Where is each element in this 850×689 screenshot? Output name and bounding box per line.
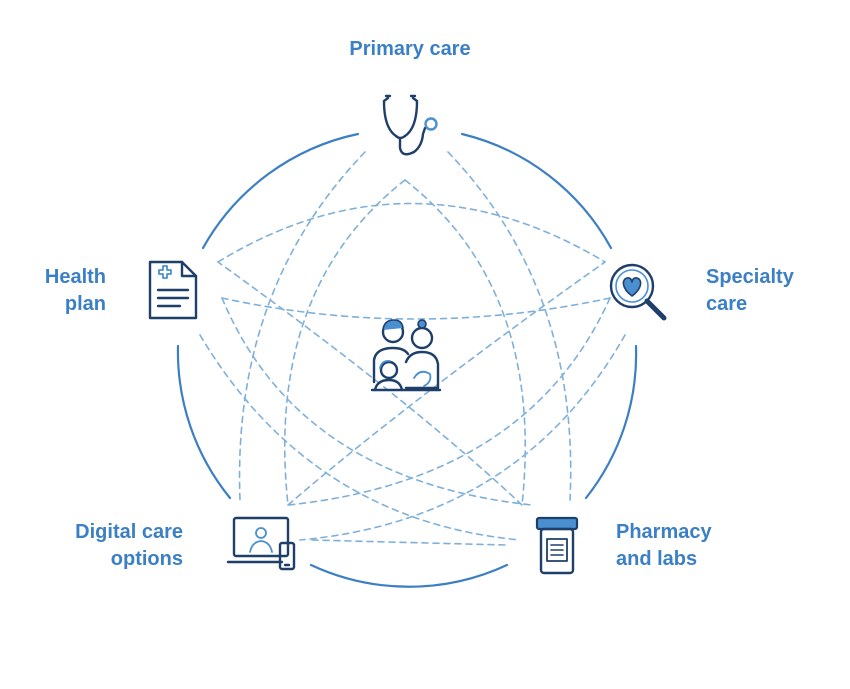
label-digital-care-line2: options <box>110 548 183 570</box>
connection-arcs <box>199 151 626 546</box>
label-pharmacy-line2: and labs <box>616 548 698 570</box>
ring-arc-left <box>176 344 232 500</box>
arc-9 <box>199 334 521 541</box>
label-primary-care: Primary care <box>330 36 490 63</box>
label-specialty-care-line2: care <box>706 293 748 315</box>
family-icon <box>370 319 442 392</box>
pill-bottle-icon <box>535 516 579 575</box>
label-pharmacy-line1: Pharmacy <box>616 521 712 543</box>
label-digital-care-line1: Digital care <box>75 521 183 543</box>
arc-8 <box>287 297 611 506</box>
label-primary-care-line1: Primary care <box>349 38 471 60</box>
arc-5 <box>217 202 606 263</box>
label-digital-care: Digital care options <box>40 519 183 573</box>
medical-document-icon <box>148 260 198 320</box>
outer-ring <box>176 132 638 588</box>
arc-3 <box>238 151 366 501</box>
ring-arc-right <box>584 344 638 500</box>
label-specialty-care: Specialty care <box>706 264 836 318</box>
ring-arc-bottom <box>309 563 509 588</box>
label-health-plan: Health plan <box>20 264 106 318</box>
label-specialty-care-line1: Specialty <box>706 266 794 288</box>
label-health-plan-line1: Health <box>44 266 106 288</box>
label-health-plan-line2: plan <box>64 293 106 315</box>
arc-2 <box>404 179 527 506</box>
arc-10 <box>299 334 626 541</box>
ring-arc-top-left <box>201 132 360 250</box>
arc-7 <box>221 297 533 506</box>
stethoscope-icon <box>382 94 438 156</box>
label-pharmacy-labs: Pharmacy and labs <box>616 519 766 573</box>
arc-1 <box>283 179 406 506</box>
arc-13 <box>217 261 523 506</box>
arc-11 <box>311 539 506 546</box>
laptop-phone-icon <box>226 516 296 571</box>
arc-6 <box>221 297 611 320</box>
magnifier-heart-icon <box>609 263 667 321</box>
ring-arc-top-right <box>460 132 613 250</box>
arc-12 <box>287 261 606 506</box>
arc-4 <box>447 151 572 501</box>
